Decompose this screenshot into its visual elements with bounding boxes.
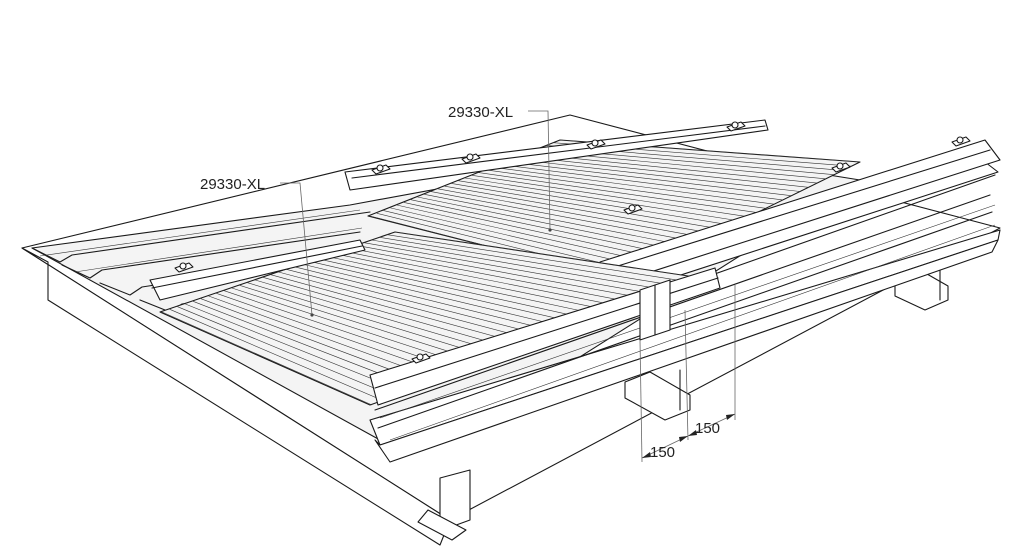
panel-rib-line (185, 303, 407, 393)
ridge-profile (369, 161, 1001, 463)
panel-rib-line (177, 306, 395, 397)
panel-rib-line (255, 279, 510, 356)
panel-rib-line (417, 196, 681, 251)
panel-rib-line (262, 277, 521, 352)
clip-fastener-icon (174, 262, 194, 273)
overlap-dim-right: 150 (695, 420, 720, 437)
panel-rib-line (519, 155, 809, 188)
panel-rib-line (340, 250, 636, 310)
panel-rib-line (293, 266, 567, 335)
clip-fastener-icon (726, 121, 746, 132)
panel-rib-line (498, 164, 783, 201)
panel-rib-line (301, 263, 578, 331)
panel-rib-line (526, 153, 818, 184)
panel-rib-line (270, 274, 533, 347)
clip-fastener-icon (461, 153, 481, 164)
panel-rib-line (231, 287, 475, 368)
clip-fastener-icon (586, 139, 606, 150)
fasteners (174, 121, 971, 364)
clip-fastener-icon (371, 164, 391, 175)
panel-rib-line (383, 210, 638, 272)
lower-panel-label: 29330-XL (200, 176, 314, 317)
panel-rib-line (451, 183, 723, 230)
panel-rib-line (387, 234, 704, 285)
clip-fastener-icon (951, 136, 971, 147)
panel-rib-line (317, 258, 601, 322)
clip-fastener-icon (831, 162, 851, 173)
panel-rib-line (431, 191, 698, 243)
panel-rib-line (444, 185, 715, 234)
lower-panel (149, 231, 721, 406)
panel-rib-line (410, 199, 672, 256)
lower-panel-code: 29330-XL (200, 176, 265, 193)
panel-rib-line (239, 285, 487, 364)
clip-fastener-icon (411, 353, 431, 364)
panel-rib-line (478, 172, 758, 213)
panel-rib-line (471, 174, 749, 218)
panel-rib-line (458, 180, 732, 226)
overlap-dimensions: 150 150 (639, 285, 736, 463)
panel-rib-line (424, 193, 689, 247)
panel-rib-line (286, 269, 556, 339)
panel-rib-line (379, 237, 693, 289)
clip-fastener-icon (623, 204, 643, 215)
panel-rib-line (390, 207, 646, 268)
panel-rib-line (397, 204, 655, 264)
panel-rib-line (169, 309, 384, 402)
panel-rib-line (332, 253, 624, 314)
panel-rib-line (325, 255, 613, 318)
panel-rib-line (161, 311, 373, 406)
panel-rib-line (492, 166, 775, 205)
panel-rib-line (356, 245, 658, 302)
panel-rib-line (348, 247, 647, 306)
panel-rib-line (247, 282, 498, 360)
panel-rib-line (278, 271, 544, 343)
panel-rib-line (371, 239, 681, 293)
panel-rib-line (505, 161, 792, 197)
upper-panel-code: 29330-XL (448, 104, 513, 121)
panel-rib-line (437, 188, 706, 239)
upper-panel (344, 119, 1001, 286)
overlap-dim-left: 150 (650, 444, 675, 461)
panel-rib-line (363, 242, 670, 297)
panel-rib-line (309, 261, 590, 327)
panel-rib-line (512, 158, 801, 192)
panel-rib-line (403, 202, 663, 260)
panel-rib-line (485, 169, 766, 209)
panel-rib-line (464, 177, 741, 222)
panel-rib-line (394, 231, 716, 281)
upper-panel-label: 29330-XL (448, 104, 552, 232)
